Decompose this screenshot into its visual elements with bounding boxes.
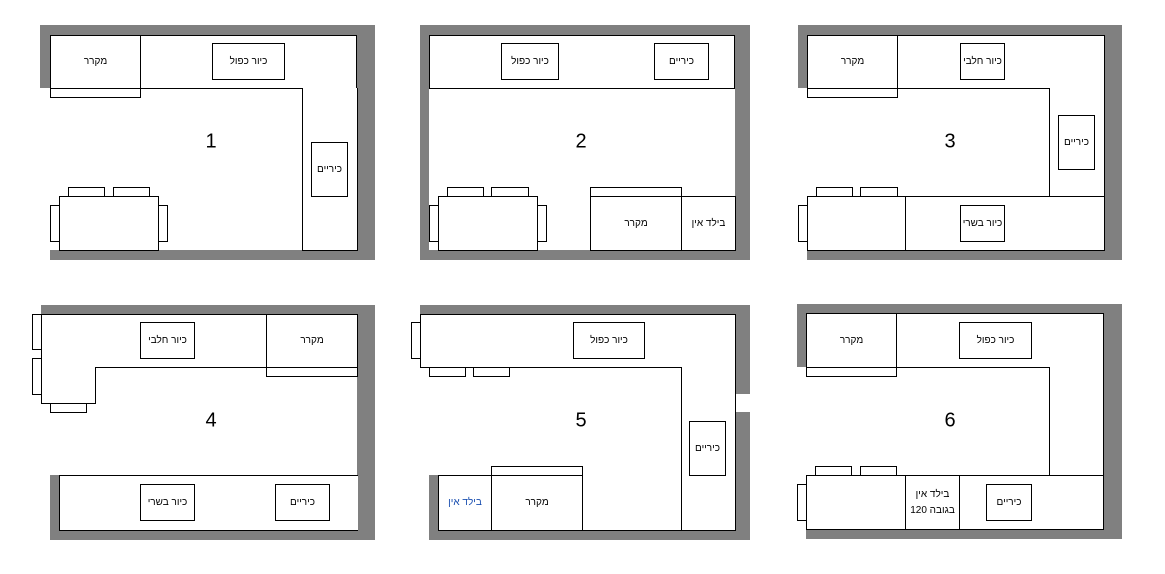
built-in-label: בילד אין bbox=[915, 488, 950, 500]
fridge-label: מקרר bbox=[839, 334, 864, 346]
divider bbox=[905, 196, 906, 251]
built-in-oven: בילד אין bbox=[438, 475, 492, 531]
cooktop-label: כיריים bbox=[669, 55, 694, 67]
chair bbox=[797, 484, 807, 521]
fridge-label: מקרר bbox=[624, 217, 648, 229]
layout-number: 3 bbox=[944, 130, 956, 153]
chair bbox=[860, 466, 897, 476]
fridge: מקרר bbox=[491, 475, 583, 531]
cooktop: כיריים bbox=[654, 43, 709, 80]
meat-sink: כיור בשרי bbox=[960, 205, 1005, 242]
fridge-door bbox=[50, 88, 141, 98]
cooktop-label: כיריים bbox=[695, 442, 720, 454]
cooktop: כיריים bbox=[1058, 115, 1095, 170]
double-sink: כיור כפול bbox=[959, 322, 1032, 359]
double-sink-label: כיור כפול bbox=[590, 334, 628, 346]
double-sink-label: כיור כפול bbox=[511, 55, 549, 67]
cooktop-label: כיריים bbox=[290, 496, 315, 508]
layout-number: 2 bbox=[575, 130, 587, 153]
cooktop: כיריים bbox=[986, 484, 1032, 521]
opening bbox=[798, 88, 807, 260]
opening bbox=[797, 367, 806, 539]
chair bbox=[429, 367, 466, 377]
chair bbox=[411, 322, 421, 359]
fridge: מקרר bbox=[807, 35, 898, 89]
fridge: מקרר bbox=[266, 314, 358, 368]
cooktop-label: כיריים bbox=[1064, 136, 1089, 148]
chair bbox=[32, 314, 42, 350]
meat-sink-label: כיור בשרי bbox=[147, 496, 188, 508]
fridge-door bbox=[806, 367, 897, 377]
chair bbox=[860, 187, 898, 197]
double-sink: כיור כפול bbox=[573, 322, 645, 359]
chair bbox=[50, 403, 87, 413]
layout-number: 4 bbox=[205, 409, 217, 432]
wall bbox=[50, 475, 60, 540]
fridge: מקרר bbox=[806, 313, 897, 368]
double-sink: כיור כפול bbox=[501, 43, 559, 80]
fridge: מקרר bbox=[590, 196, 682, 251]
corner-counter bbox=[41, 367, 96, 404]
double-sink: כיור כפול bbox=[212, 43, 285, 80]
fridge-label: מקרר bbox=[525, 497, 549, 508]
layout-number: 6 bbox=[944, 409, 956, 432]
built-in-oven: בילד אין bbox=[681, 196, 736, 251]
dairy-sink: כיור חלבי bbox=[140, 322, 195, 359]
built-in-label: בילד אין bbox=[448, 497, 482, 508]
table bbox=[438, 196, 538, 251]
chair bbox=[158, 205, 168, 242]
window bbox=[735, 394, 750, 412]
fridge-door bbox=[266, 367, 358, 377]
wall bbox=[429, 475, 439, 540]
chair bbox=[816, 187, 853, 197]
fridge-label: מקרר bbox=[840, 56, 865, 67]
dairy-sink-label: כיור חלבי bbox=[148, 334, 187, 346]
chair bbox=[32, 358, 42, 395]
fridge-door bbox=[807, 88, 898, 98]
bottom-counter bbox=[807, 196, 1105, 251]
double-sink-label: כיור כפול bbox=[229, 55, 268, 67]
layout-number: 1 bbox=[205, 130, 217, 153]
meat-sink: כיור בשרי bbox=[140, 484, 195, 521]
fridge: מקרר bbox=[50, 35, 141, 89]
double-sink-label: כיור כפול bbox=[976, 334, 1015, 346]
built-in-height-label: בגובה 120 bbox=[910, 504, 955, 516]
chair bbox=[473, 367, 510, 377]
floor-edge bbox=[582, 530, 682, 531]
built-in-label: בילד אין bbox=[691, 217, 726, 229]
fridge-label: מקרר bbox=[83, 56, 108, 67]
right-counter bbox=[1049, 367, 1104, 476]
chair bbox=[798, 205, 808, 242]
fridge-label: מקרר bbox=[300, 335, 324, 346]
opening bbox=[40, 88, 50, 260]
dairy-sink: כיור חלבי bbox=[960, 43, 1005, 80]
layout-number: 5 bbox=[575, 409, 587, 432]
table bbox=[59, 196, 159, 251]
cooktop-label: כיריים bbox=[317, 163, 342, 175]
dairy-sink-label: כיור חלבי bbox=[963, 55, 1002, 67]
built-in-oven-120: בילד אין בגובה 120 bbox=[905, 475, 960, 530]
cooktop: כיריים bbox=[689, 421, 726, 476]
cooktop: כיריים bbox=[311, 142, 348, 197]
opening bbox=[410, 314, 429, 540]
meat-sink-label: כיור בשרי bbox=[962, 217, 1003, 229]
chair bbox=[537, 205, 547, 242]
cooktop: כיריים bbox=[275, 484, 330, 521]
chair bbox=[815, 466, 852, 476]
cooktop-label: כיריים bbox=[996, 496, 1022, 508]
